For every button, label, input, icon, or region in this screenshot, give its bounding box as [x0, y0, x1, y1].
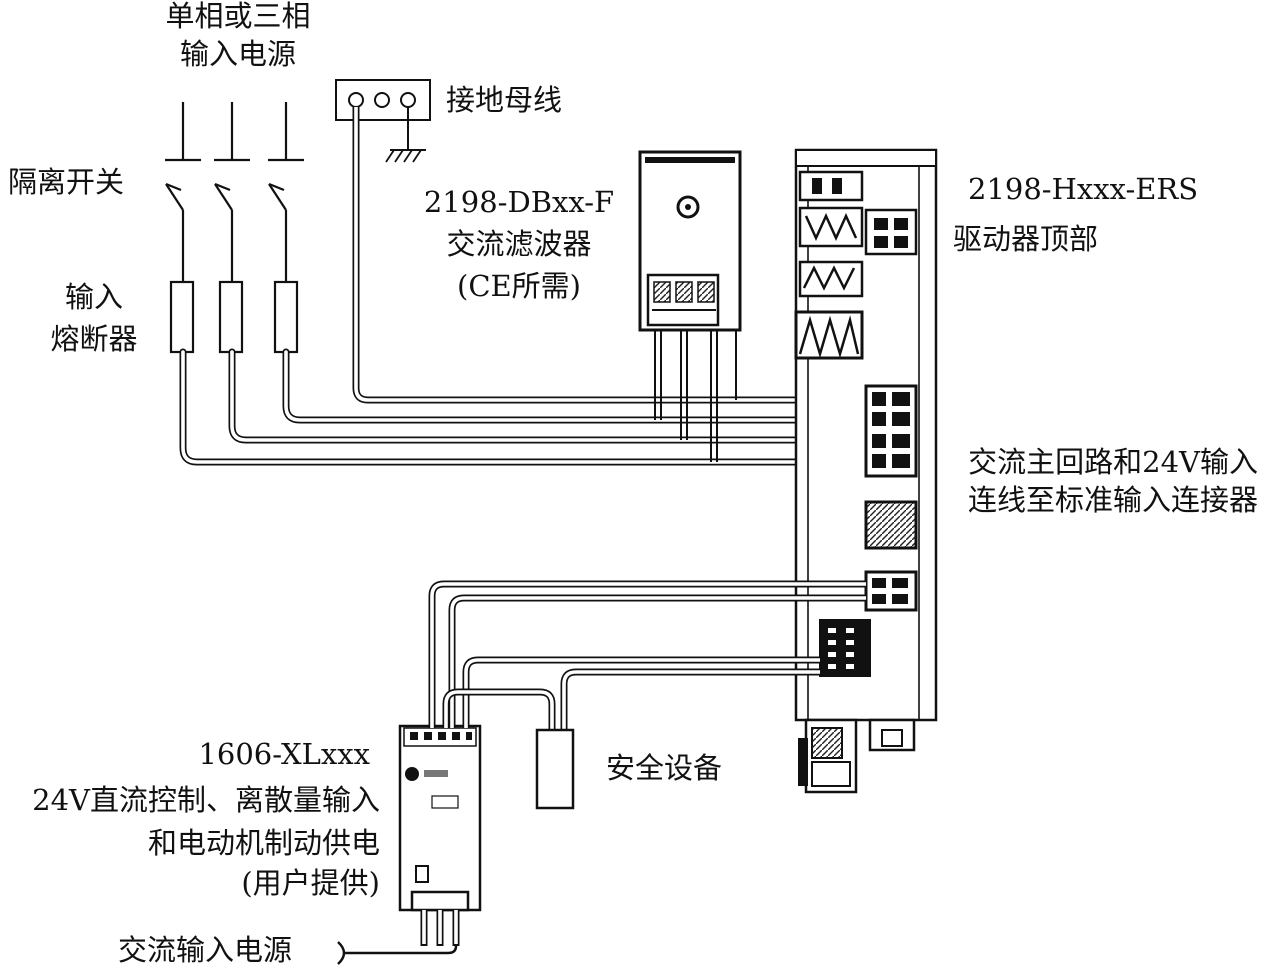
isolation-switch-label: 隔离开关: [8, 165, 124, 199]
svg-text:交流滤波器: 交流滤波器: [446, 227, 591, 261]
psu-ac-cable: [337, 910, 460, 965]
top-connector-1: [798, 170, 864, 202]
svg-text:1606-XLxxx: 1606-XLxxx: [198, 737, 370, 771]
input-power-label: 单相或三相 输入电源: [165, 0, 310, 71]
svg-text:熔断器: 熔断器: [50, 322, 137, 356]
svg-text:交流主回路和24V输入: 交流主回路和24V输入: [968, 445, 1258, 479]
switch-to-fuse-wires: [181, 210, 288, 282]
svg-text:(用户提供): (用户提供): [241, 866, 380, 900]
svg-text:2198-DBxx-F: 2198-DBxx-F: [424, 185, 614, 219]
top-connector-4: [798, 260, 864, 298]
svg-text:(CE所需): (CE所需): [457, 269, 581, 303]
mains-wiring-label: 交流主回路和24V输入 连线至标准输入连接器: [968, 445, 1258, 517]
ac-filter-label: 2198-DBxx-F 交流滤波器 (CE所需): [424, 185, 614, 303]
svg-text:驱动器顶部: 驱动器顶部: [953, 222, 1098, 256]
svg-text:输入电源: 输入电源: [180, 37, 296, 71]
input-fuses-label: 输入 熔断器: [50, 280, 137, 356]
isolation-switch: [165, 182, 287, 211]
ac-filter: [638, 150, 742, 332]
ground-terminal-3: [400, 92, 416, 108]
power-supply-24v: [398, 724, 482, 912]
psu-control-cables: [428, 580, 866, 728]
svg-text:和电动机制动供电: 和电动机制动供电: [148, 826, 380, 860]
input-phases: [165, 102, 304, 162]
svg-text:连线至标准输入连接器: 连线至标准输入连接器: [968, 483, 1258, 517]
input-fuses: [169, 280, 299, 354]
filter-leads: [654, 330, 737, 462]
ac-input-power-label: 交流输入电源: [118, 933, 292, 967]
svg-text:24V直流控制、离散量输入: 24V直流控制、离散量输入: [32, 783, 380, 817]
safety-device-label: 安全设备: [606, 751, 722, 785]
psu-label: 1606-XLxxx 24V直流控制、离散量输入 和电动机制动供电 (用户提供): [32, 737, 380, 900]
24v-connector: [864, 570, 918, 612]
svg-text:输入: 输入: [65, 280, 123, 314]
psu-led-icon: [415, 865, 429, 883]
phase-cables: [179, 348, 876, 466]
ground-terminal-2: [374, 92, 390, 108]
ground-bus-label: 接地母线: [446, 83, 562, 117]
safety-connector: [819, 619, 871, 677]
ground-cable: [352, 107, 872, 404]
drive-label: 2198-Hxxx-ERS 驱动器顶部: [953, 172, 1198, 256]
psu-logo-icon: [405, 767, 419, 781]
servo-drive: [794, 148, 938, 794]
svg-text:2198-Hxxx-ERS: 2198-Hxxx-ERS: [968, 172, 1198, 206]
top-connector-3: [864, 208, 918, 256]
io-connector: [864, 500, 918, 550]
svg-text:单相或三相: 单相或三相: [165, 0, 310, 33]
ground-bus: [335, 79, 431, 163]
safety-device: [442, 668, 820, 810]
ground-terminal-1: [348, 92, 364, 108]
